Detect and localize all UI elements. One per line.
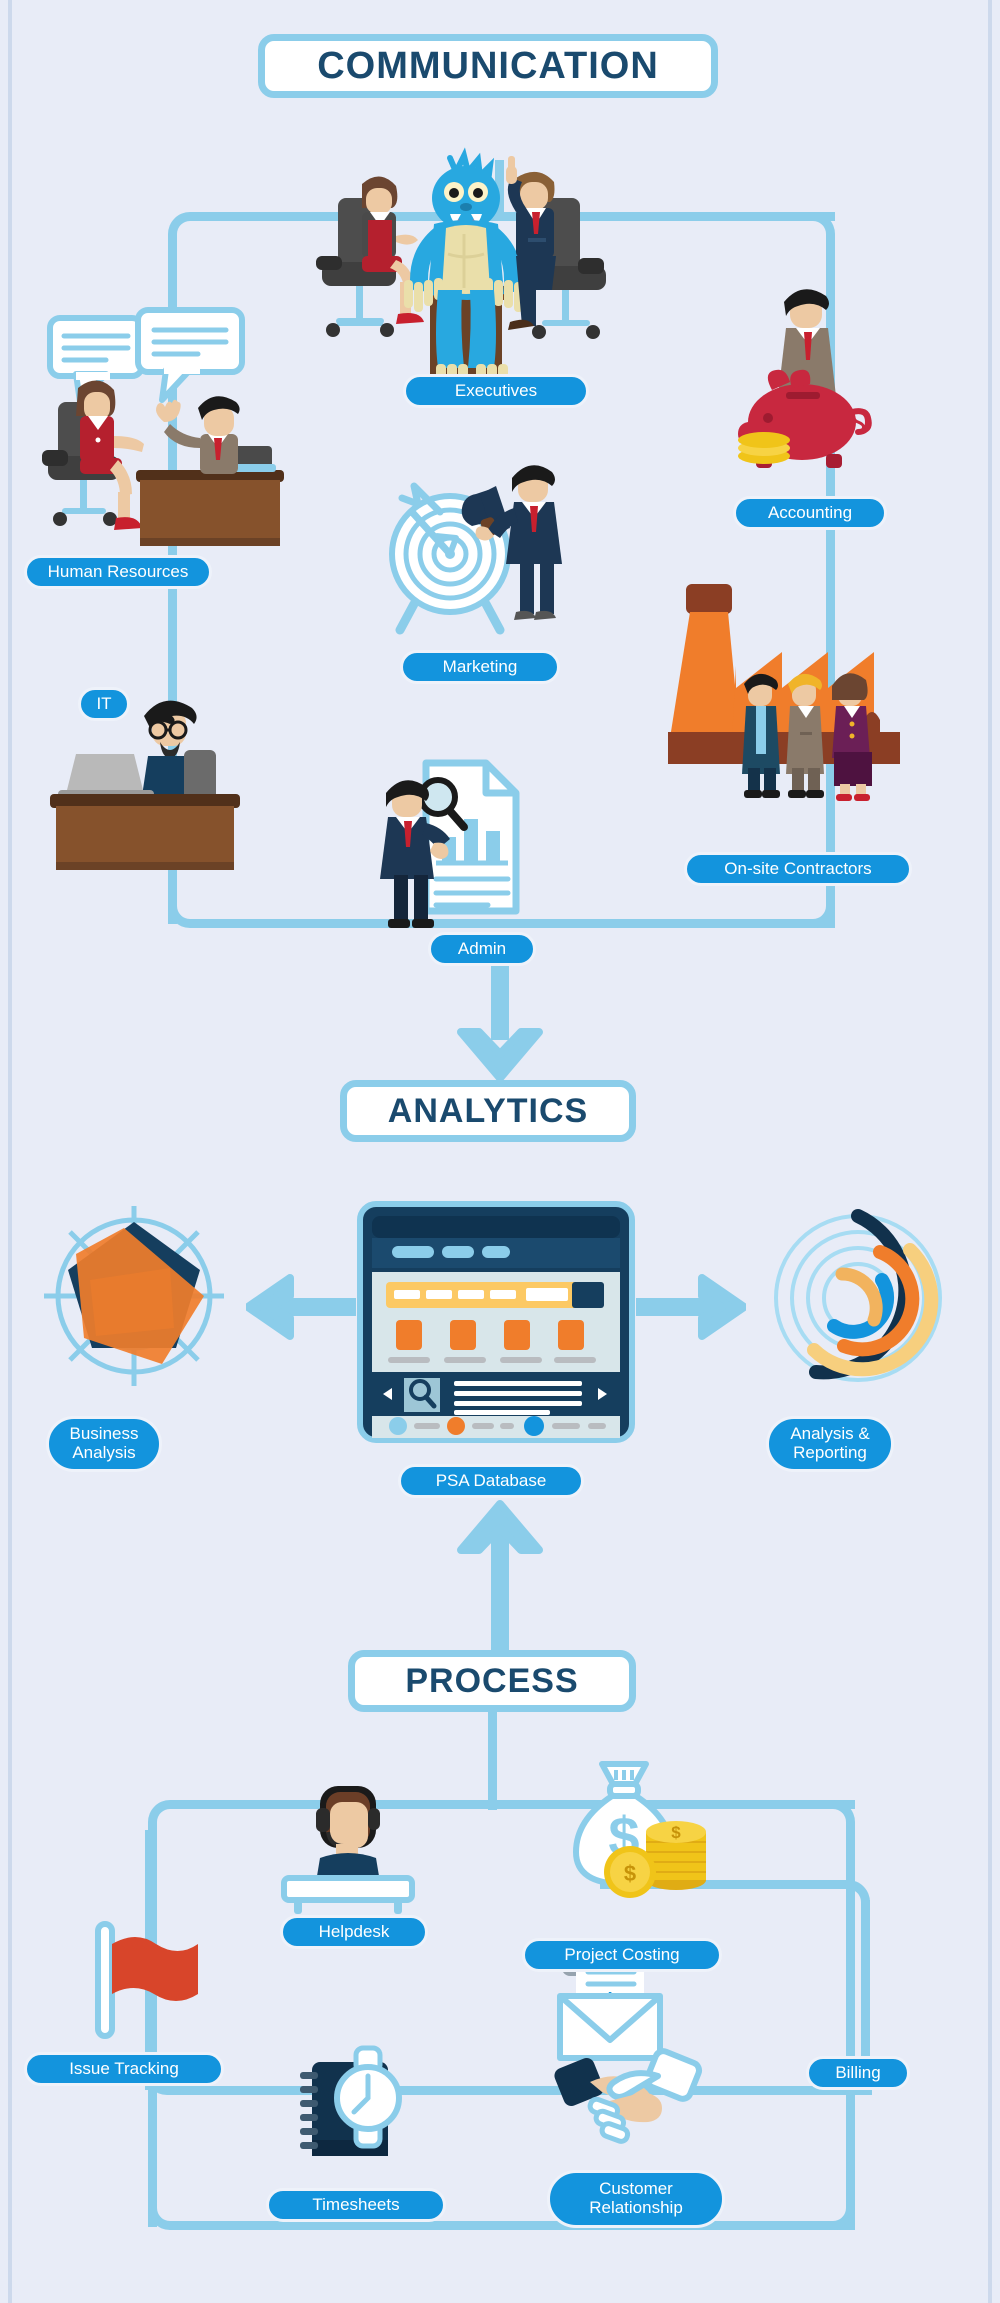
- label-business-analysis[interactable]: Business Analysis: [46, 1416, 162, 1472]
- comm-bottom-bar: [195, 919, 835, 928]
- process-right-vertical: [846, 1827, 855, 2227]
- section-title-process: PROCESS: [348, 1650, 636, 1712]
- billing-branch-vertical: [861, 1900, 870, 2068]
- comm-top-bar: [195, 212, 835, 221]
- label-timesheets[interactable]: Timesheets: [266, 2188, 446, 2222]
- marketing-illustration: [388, 450, 588, 650]
- helpdesk-illustration: [278, 1780, 418, 1914]
- label-billing[interactable]: Billing: [806, 2056, 910, 2090]
- contractor-worker-2: [786, 673, 824, 798]
- section-title-analytics: ANALYTICS: [340, 1080, 636, 1142]
- contractor-worker-1: [742, 673, 780, 798]
- process-top-bar: [175, 1800, 855, 1809]
- process-stem: [488, 1710, 497, 1810]
- it-person: [142, 700, 197, 796]
- process-corner-top-left: [148, 1800, 178, 1830]
- handshake-icon: [554, 2048, 703, 2144]
- hr-desk: [136, 470, 284, 546]
- executives-illustration: [300, 147, 620, 400]
- label-admin[interactable]: Admin: [428, 932, 536, 966]
- business-analysis-illustration: [24, 1198, 244, 1398]
- billing-branch-corner: [840, 1880, 870, 1910]
- left-edge-guide: [8, 0, 12, 2303]
- process-bottom-bar: [175, 2221, 855, 2230]
- human-resources-illustration: [30, 307, 300, 550]
- hr-recruiter-person: [156, 396, 240, 474]
- psa-database-illustration: [357, 1201, 635, 1443]
- psa-prev-arrow-icon: [383, 1388, 392, 1400]
- comm-corner-bottom-right: [805, 898, 835, 928]
- analysis-reporting-illustration: [758, 1198, 958, 1398]
- label-marketing[interactable]: Marketing: [400, 650, 560, 684]
- billing-feed-bar: [600, 1880, 845, 1889]
- process-corner-top-right: [825, 1800, 855, 1830]
- arrow-psa-to-business-analysis: [246, 1274, 356, 1340]
- svg-text:$: $: [624, 1861, 636, 1886]
- comm-corner-top-left: [168, 212, 198, 242]
- label-helpdesk[interactable]: Helpdesk: [280, 1915, 428, 1949]
- arrow-communication-to-analytics: [457, 948, 543, 1082]
- arrow-process-to-analytics: [457, 1500, 543, 1658]
- coin-stack-icon: $: [646, 1821, 706, 1890]
- comm-corner-bottom-left: [168, 898, 198, 928]
- piggy-bank-icon: [738, 369, 872, 468]
- exec-right-person: [506, 156, 556, 330]
- admin-illustration: [372, 755, 542, 935]
- executives-stem: [495, 160, 504, 220]
- label-on-site-contractors[interactable]: On-site Contractors: [684, 852, 912, 886]
- helpdesk-counter-icon: [281, 1875, 415, 1914]
- label-psa-database[interactable]: PSA Database: [398, 1464, 584, 1498]
- hr-candidate-person: [76, 380, 144, 530]
- hr-laptop-icon: [226, 446, 276, 472]
- exec-left-person: [362, 176, 424, 324]
- timesheets-illustration: [298, 2045, 408, 2178]
- label-it[interactable]: IT: [78, 687, 130, 721]
- accounting-illustration: [730, 278, 890, 478]
- contractor-worker-3: [832, 673, 872, 801]
- section-title-communication: COMMUNICATION: [258, 34, 718, 98]
- process-corner-bottom-right: [825, 2200, 855, 2230]
- marketer-person: [475, 465, 562, 620]
- on-site-contractors-illustration: [660, 580, 950, 810]
- process-corner-bottom-left: [148, 2200, 178, 2230]
- label-project-costing[interactable]: Project Costing: [522, 1938, 722, 1972]
- issue-tracking-illustration: [80, 1920, 210, 2050]
- psa-search-icon: [409, 1379, 437, 1409]
- label-customer-relationship[interactable]: Customer Relationship: [547, 2170, 725, 2228]
- single-coin-icon: $: [604, 1846, 656, 1898]
- it-laptop-icon: [58, 754, 154, 800]
- label-issue-tracking[interactable]: Issue Tracking: [24, 2052, 224, 2086]
- psa-next-arrow-icon: [598, 1388, 607, 1400]
- it-desk: [50, 794, 240, 870]
- flag-icon: [95, 1921, 198, 2039]
- it-illustration: [50, 672, 280, 872]
- svg-text:$: $: [671, 1823, 681, 1842]
- label-human-resources[interactable]: Human Resources: [24, 555, 212, 589]
- right-edge-guide: [988, 0, 992, 2303]
- customer-relationship-illustration: [554, 2040, 714, 2160]
- label-accounting[interactable]: Accounting: [733, 496, 887, 530]
- arrow-psa-to-analysis-reporting: [636, 1274, 746, 1340]
- label-analysis-reporting[interactable]: Analysis & Reporting: [766, 1416, 894, 1472]
- admin-person: [380, 780, 450, 928]
- project-costing-illustration: $ $ $: [560, 1760, 720, 1910]
- headset-agent-icon: [316, 1786, 380, 1882]
- notebook-clock-icon: [300, 2045, 402, 2156]
- speech-bubble-right-icon: [135, 307, 245, 403]
- timesheets-bar: [172, 2086, 872, 2095]
- comm-corner-top-right: [805, 212, 835, 242]
- target-icon: [389, 482, 511, 635]
- label-executives[interactable]: Executives: [403, 374, 589, 408]
- comm-right-vertical: [826, 239, 835, 924]
